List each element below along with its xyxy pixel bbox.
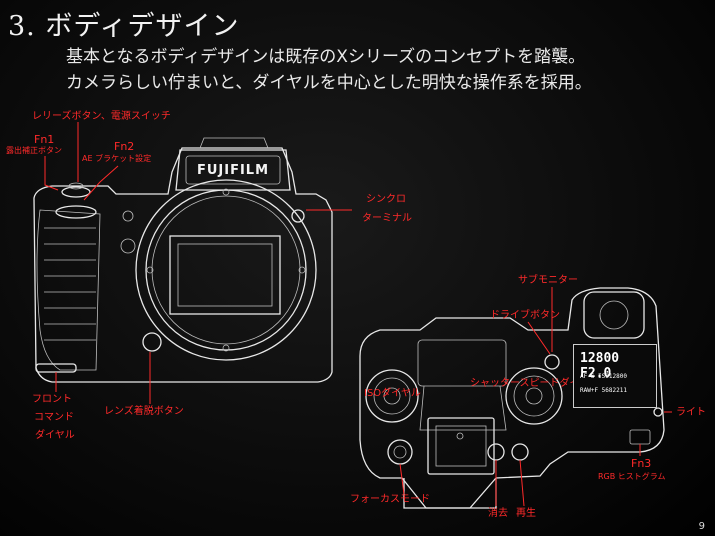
label-sync-line2: ターミナル [362,213,412,224]
subtitle-line-1: 基本となるボディデザインは既存のXシリーズのコンセプトを踏襲。 [66,47,586,67]
label-front-dial-line3: ダイヤル [35,430,75,441]
lcd-line-1: 12800 F2.0 [580,351,620,381]
label-playback: 再生 [516,508,536,519]
brand-logo: FUJIFILM [196,163,270,178]
page-number: 9 [698,521,705,532]
lcd-line-2: AF-S ISO12800 [580,373,627,380]
label-sync-line1: シンクロ [366,194,406,205]
label-release-power: レリーズボタン、電源スイッチ [32,111,171,122]
front-camera-wireframe [33,137,333,383]
subtitle-line-2: カメラらしい佇まいと、ダイヤルを中心とした明快な操作系を採用。 [66,73,592,93]
label-focus-mode: フォーカスモード [350,494,430,505]
label-fn2: Fn2 [114,140,135,153]
label-sub-monitor: サブモニター [518,275,578,286]
sub-monitor-display: 12800 F2.0 AF-S ISO12800 RAW+F 5682211 [573,344,657,408]
label-fn3-desc: RGB ヒストグラム [598,472,666,481]
label-fn1: Fn1 [34,133,55,146]
label-lens-release: レンズ着脱ボタン [104,406,184,417]
label-front-dial-line1: フロント [32,394,72,405]
label-light: ライト [676,407,706,418]
slide-title: 3. ボディデザイン [8,11,240,42]
label-fn2-desc: AE ブラケット設定 [82,154,152,163]
label-drive-button: ドライブボタン [490,310,560,321]
label-fn1-desc: 露出補正ボタン [6,146,62,155]
label-fn3: Fn3 [631,457,652,470]
label-delete: 消去 [488,508,508,519]
lcd-line-3: RAW+F 5682211 [580,387,627,394]
label-iso-dial: ISOダイヤル [364,388,421,399]
label-front-dial-line2: コマンド [34,412,74,423]
label-shutter-dial: シャッタースピードダイヤル [470,378,600,389]
leader-lines [44,122,672,507]
